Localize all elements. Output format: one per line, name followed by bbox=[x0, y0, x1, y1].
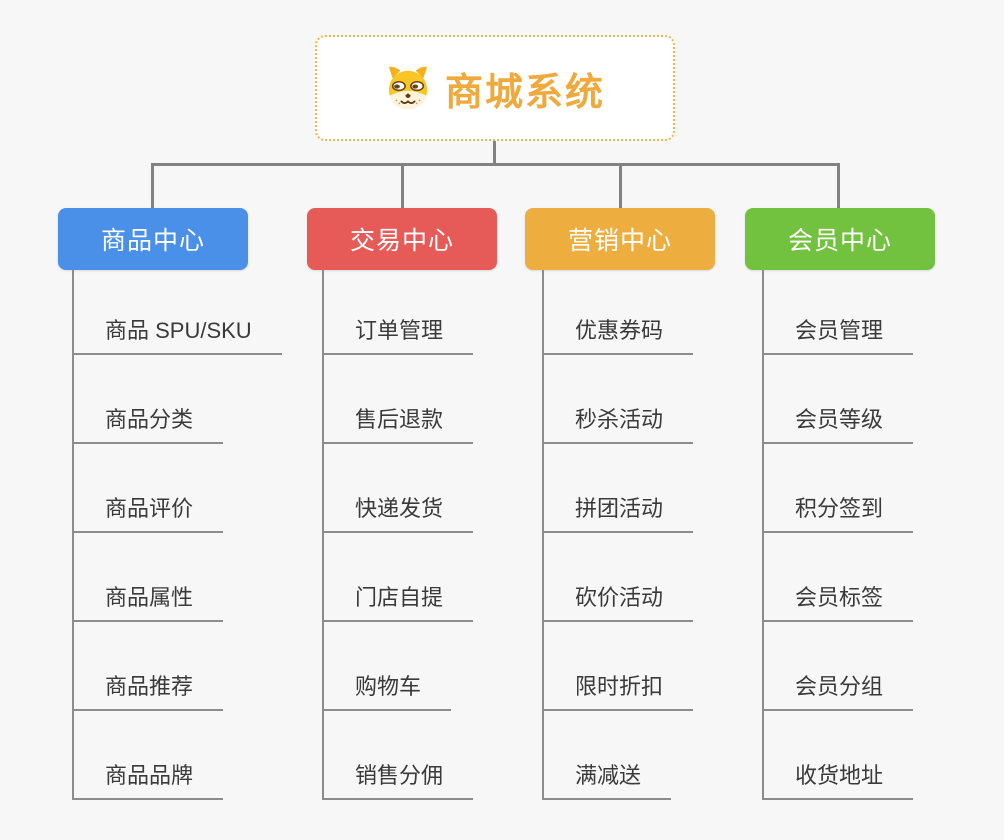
leaf-node[interactable]: 会员等级 bbox=[762, 402, 914, 444]
branch-label: 营销中心 bbox=[567, 227, 672, 255]
leaf-node[interactable]: 会员管理 bbox=[762, 313, 914, 355]
connector-drop-marketing bbox=[619, 163, 622, 209]
leaf-node[interactable]: 购物车 bbox=[322, 669, 452, 711]
leaf-node[interactable]: 门店自提 bbox=[322, 580, 474, 622]
branch-node-member-center[interactable]: 会员中心 bbox=[745, 208, 935, 270]
leaf-node[interactable]: 拼团活动 bbox=[542, 491, 694, 533]
root-node-mall-system[interactable]: 商城系统 bbox=[315, 35, 675, 141]
leaf-node[interactable]: 会员标签 bbox=[762, 580, 914, 622]
leaf-node[interactable]: 优惠券码 bbox=[542, 313, 694, 355]
leaf-column-product: 商品 SPU/SKU 商品分类 商品评价 商品属性 商品推荐 商品品牌 bbox=[72, 270, 312, 800]
leaf-node[interactable]: 商品评价 bbox=[72, 491, 224, 533]
leaf-node[interactable]: 商品 SPU/SKU bbox=[72, 313, 282, 355]
root-title: 商城系统 bbox=[444, 71, 605, 114]
leaf-node[interactable]: 商品分类 bbox=[72, 402, 224, 444]
leaf-node[interactable]: 限时折扣 bbox=[542, 669, 694, 711]
leaf-node[interactable]: 商品属性 bbox=[72, 580, 224, 622]
leaf-column-marketing: 优惠券码 秒杀活动 拼团活动 砍价活动 限时折扣 满减送 bbox=[542, 270, 782, 800]
connector-drop-member bbox=[837, 163, 840, 209]
branch-node-product-center[interactable]: 商品中心 bbox=[58, 208, 248, 270]
shiba-dog-icon bbox=[388, 66, 428, 110]
leaf-node[interactable]: 积分签到 bbox=[762, 491, 914, 533]
leaf-node[interactable]: 快递发货 bbox=[322, 491, 474, 533]
leaf-node[interactable]: 砍价活动 bbox=[542, 580, 694, 622]
connector-root-stub bbox=[493, 141, 496, 165]
leaf-node[interactable]: 销售分佣 bbox=[322, 758, 474, 800]
leaf-node[interactable]: 商品推荐 bbox=[72, 669, 224, 711]
leaf-node[interactable]: 订单管理 bbox=[322, 313, 474, 355]
branch-label: 商品中心 bbox=[100, 227, 205, 255]
leaf-column-member: 会员管理 会员等级 积分签到 会员标签 会员分组 收货地址 bbox=[762, 270, 1002, 800]
leaf-node[interactable]: 售后退款 bbox=[322, 402, 474, 444]
branch-node-trade-center[interactable]: 交易中心 bbox=[307, 208, 497, 270]
connector-horizontal-bar bbox=[151, 163, 840, 166]
branch-node-marketing-center[interactable]: 营销中心 bbox=[525, 208, 715, 270]
leaf-node[interactable]: 秒杀活动 bbox=[542, 402, 694, 444]
leaf-column-trade: 订单管理 售后退款 快递发货 门店自提 购物车 销售分佣 bbox=[322, 270, 562, 800]
leaf-node[interactable]: 商品品牌 bbox=[72, 758, 224, 800]
leaf-node[interactable]: 会员分组 bbox=[762, 669, 914, 711]
leaf-node[interactable]: 收货地址 bbox=[762, 758, 914, 800]
connector-drop-trade bbox=[401, 163, 404, 209]
connector-drop-product bbox=[151, 163, 154, 209]
branch-label: 会员中心 bbox=[787, 227, 892, 255]
leaf-node[interactable]: 满减送 bbox=[542, 758, 672, 800]
branch-label: 交易中心 bbox=[349, 227, 454, 255]
